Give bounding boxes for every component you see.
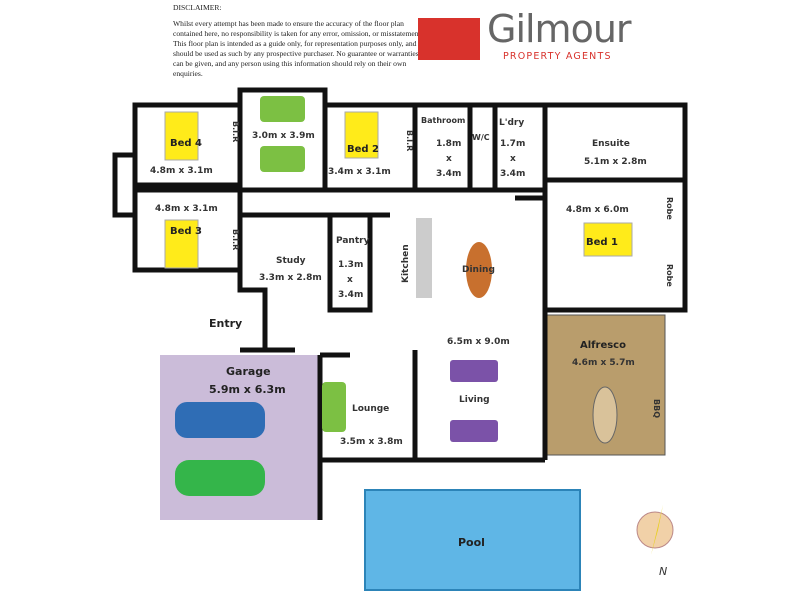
dining-label: Dining [462,265,495,275]
alfresco-table-icon [592,386,618,444]
main-size: 6.5m x 9.0m [447,337,510,347]
living-sofa-icon [450,420,498,442]
compass-north-label: N [659,565,667,578]
kitchen-bench [416,218,432,298]
logo-name: Gilmour [487,7,632,51]
study-label: Study [276,256,306,266]
alfresco-size: 4.6m x 5.7m [572,358,635,368]
disclaimer-title: DISCLAIMER: [173,3,222,12]
laundry-x: x [510,154,516,164]
robe-label: Robe [665,197,674,220]
laundry-label: L'dry [499,118,524,128]
sofa-icon [322,382,346,432]
study-size: 3.3m x 2.8m [259,273,322,283]
rumpus-size: 3.0m x 3.9m [252,131,315,141]
bed-4-label: Bed 4 [170,138,202,149]
bir-label: B.I.R [405,130,414,151]
logo-tagline: PROPERTY AGENTS [503,51,612,62]
car-blue-icon [175,402,265,438]
bathroom-width: 1.8m [436,139,461,149]
entry-label: Entry [209,317,242,330]
bed-2-size: 3.4m x 3.1m [328,167,391,177]
bed-1-label: Bed 1 [586,237,618,248]
lounge-size: 3.5m x 3.8m [340,437,403,447]
bed-3-size: 4.8m x 3.1m [155,204,218,214]
alfresco-label: Alfresco [580,340,626,351]
ensuite-size: 5.1m x 2.8m [584,157,647,167]
kitchen-label: Kitchen [401,244,411,283]
dining-table-icon [466,242,492,298]
pool [364,489,581,591]
car-green-icon [175,460,265,496]
bed-2-icon [344,111,379,159]
bed-3-label: Bed 3 [170,226,202,237]
sofa-icon [260,96,305,122]
pantry-width: 1.3m [338,260,363,270]
garage-size: 5.9m x 6.3m [209,383,286,396]
bir-label: B.I.R [231,121,240,142]
walls [112,87,688,520]
disclaimer-body: Whilst every attempt has been made to en… [173,19,423,78]
compass-icon [636,505,674,555]
bathroom-label: Bathroom [421,116,465,125]
bathroom-height: 3.4m [436,169,461,179]
wc-label: W/C [472,133,490,142]
pantry-label: Pantry [336,236,370,246]
living-sofa-icon [450,360,498,382]
bed-1-size: 4.8m x 6.0m [566,205,629,215]
bed-4-icon [164,111,199,161]
bed-1-icon [583,222,633,257]
logo-mark [418,18,480,60]
disclaimer: DISCLAIMER: Whilst every attempt has bee… [173,3,428,85]
laundry-width: 1.7m [500,139,525,149]
pantry-height: 3.4m [338,290,363,300]
sofa-icon [260,146,305,172]
laundry-height: 3.4m [500,169,525,179]
ensuite-label: Ensuite [592,139,630,149]
robe-label: Robe [665,264,674,287]
bir-label: B.I.R [231,229,240,250]
bed-4-size: 4.8m x 3.1m [150,166,213,176]
pool-label: Pool [458,536,485,549]
lounge-label: Lounge [352,404,389,414]
bed-2-label: Bed 2 [347,144,379,155]
bed-3-icon [164,219,199,269]
garage-label: Garage [226,365,271,378]
bathroom-x: x [446,154,452,164]
living-label: Living [459,395,490,405]
bbq-label: BBQ [652,399,661,418]
pantry-x: x [347,275,353,285]
